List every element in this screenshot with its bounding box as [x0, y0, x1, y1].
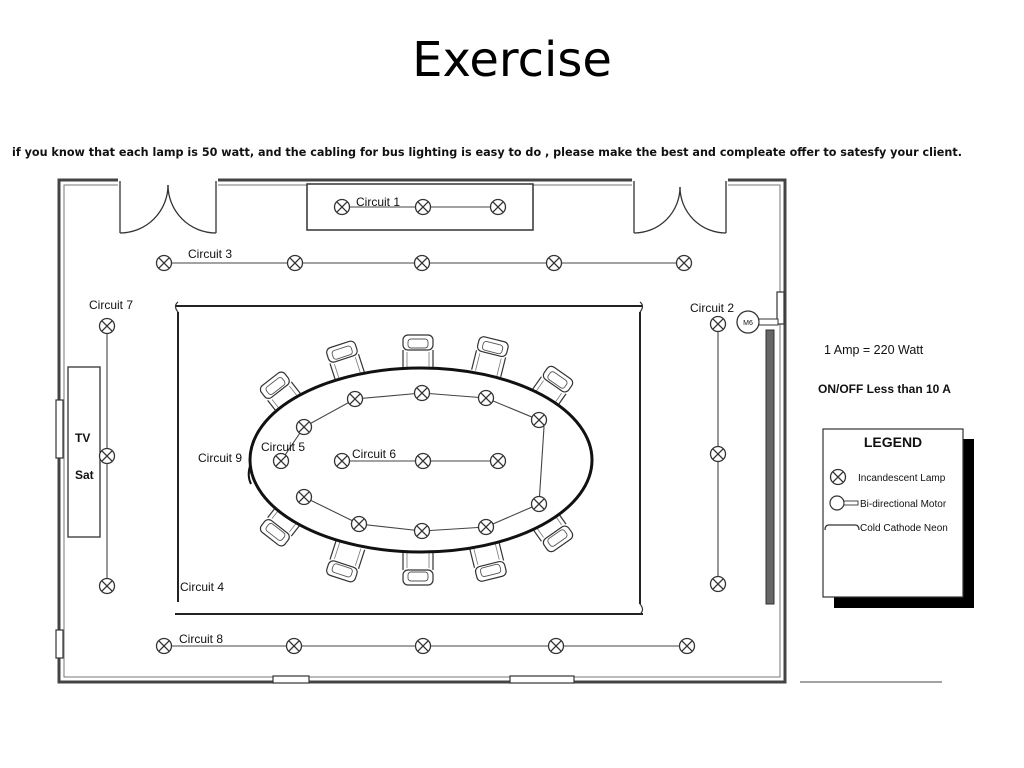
lamp-icon	[413, 522, 431, 540]
circuit-7-label: Circuit 7	[89, 298, 133, 312]
lamp-icon	[489, 452, 507, 470]
legend-motor-label: Bi-directional Motor	[860, 499, 947, 510]
lamp-icon	[346, 390, 364, 408]
door-opening-left	[118, 176, 218, 188]
lamp-icon	[350, 515, 368, 533]
lamp-icon	[286, 254, 304, 272]
legend-neon-label: Cold Cathode Neon	[860, 523, 948, 534]
lamp-icon	[295, 418, 313, 436]
lamp-icon	[413, 384, 431, 402]
lamp-icon	[414, 452, 432, 470]
sat-label: Sat	[75, 468, 94, 482]
lamp-icon	[285, 637, 303, 655]
lamp-icon	[155, 637, 173, 655]
lamp-icon	[530, 495, 548, 513]
circuit-8-label: Circuit 8	[179, 632, 223, 646]
lamp-icon	[675, 254, 693, 272]
lamp-icon	[545, 254, 563, 272]
circuit-9-label: Circuit 9	[198, 451, 242, 465]
lamp-icon	[414, 198, 432, 216]
lamp-icon	[678, 637, 696, 655]
lamp-icon	[709, 315, 727, 333]
lamp-icon	[414, 637, 432, 655]
circuit-6-label: Circuit 6	[352, 447, 396, 461]
door-opening-right	[632, 176, 728, 188]
circuit-4-label: Circuit 4	[180, 580, 224, 594]
switch-note: ON/OFF Less than 10 A	[818, 382, 951, 396]
tv-sat-cabinet	[67, 366, 101, 538]
lamp-icon	[295, 488, 313, 506]
motor-icon: M6	[736, 310, 779, 334]
circuit-3-label: Circuit 3	[188, 247, 232, 261]
lamp-icon	[477, 389, 495, 407]
slide-title: Exercise	[412, 32, 612, 88]
circuit-4-frame	[175, 305, 643, 615]
circuit-2-label: Circuit 2	[690, 301, 734, 315]
lamp-icon	[333, 452, 351, 470]
legend: LEGEND Incandescent Lamp Bi-directional …	[822, 428, 974, 608]
circuit-1-label: Circuit 1	[356, 195, 400, 209]
lamp-icon	[709, 575, 727, 593]
circuit-9-marker	[247, 465, 252, 485]
lamp-icon	[489, 198, 507, 216]
lamp-icon	[547, 637, 565, 655]
lamp-icon	[477, 518, 495, 536]
lamp-icon	[413, 254, 431, 272]
neon-strip-right	[765, 329, 775, 605]
lamp-icon	[709, 445, 727, 463]
lamp-icon	[272, 452, 290, 470]
instruction-text: if you know that each lamp is 50 watt, a…	[12, 146, 962, 159]
legend-lamp-label: Incandescent Lamp	[858, 473, 946, 484]
double-door-left[interactable]	[119, 181, 217, 234]
lamp-icon	[98, 317, 116, 335]
circuit-5-label: Circuit 5	[261, 440, 305, 454]
legend-lamp-icon	[829, 468, 847, 486]
lamp-icon	[98, 577, 116, 595]
legend-neon-icon	[829, 524, 860, 531]
lamp-icon	[155, 254, 173, 272]
lamp-icon	[98, 447, 116, 465]
double-door-right[interactable]	[633, 181, 727, 234]
lamp-icon	[333, 198, 351, 216]
windows	[55, 291, 785, 684]
legend-motor-icon	[829, 495, 859, 511]
legend-box	[822, 428, 964, 598]
lamp-icon	[530, 411, 548, 429]
amp-note: 1 Amp = 220 Watt	[824, 343, 924, 357]
legend-title: LEGEND	[864, 434, 922, 450]
motor-label: M6	[743, 320, 753, 327]
tv-label: TV	[75, 431, 90, 445]
